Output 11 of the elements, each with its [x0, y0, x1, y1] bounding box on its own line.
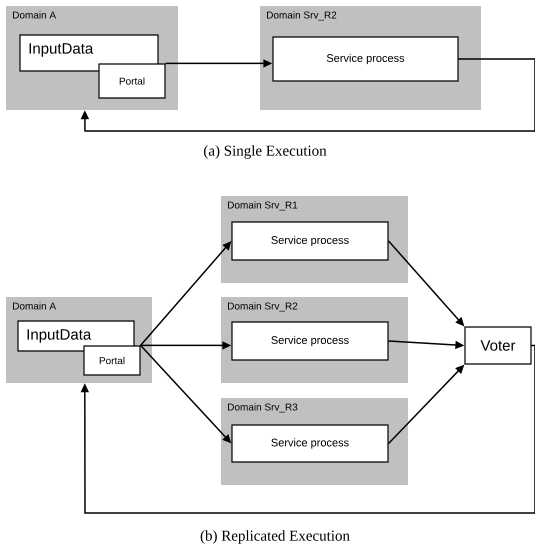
- arrow: [80, 344, 535, 514]
- process-box: Service process: [231, 321, 389, 361]
- process-box: Service process: [231, 424, 389, 463]
- caption: (a) Single Execution: [204, 145, 326, 159]
- arrow: [80, 58, 535, 132]
- portal-box: Portal: [83, 345, 141, 376]
- voter-box: Voter: [464, 326, 532, 365]
- portal-box: Portal: [98, 63, 166, 99]
- process-box: Service process: [272, 36, 459, 82]
- caption: (b) Replicated Execution: [200, 530, 350, 544]
- process-box: Service process: [231, 221, 389, 261]
